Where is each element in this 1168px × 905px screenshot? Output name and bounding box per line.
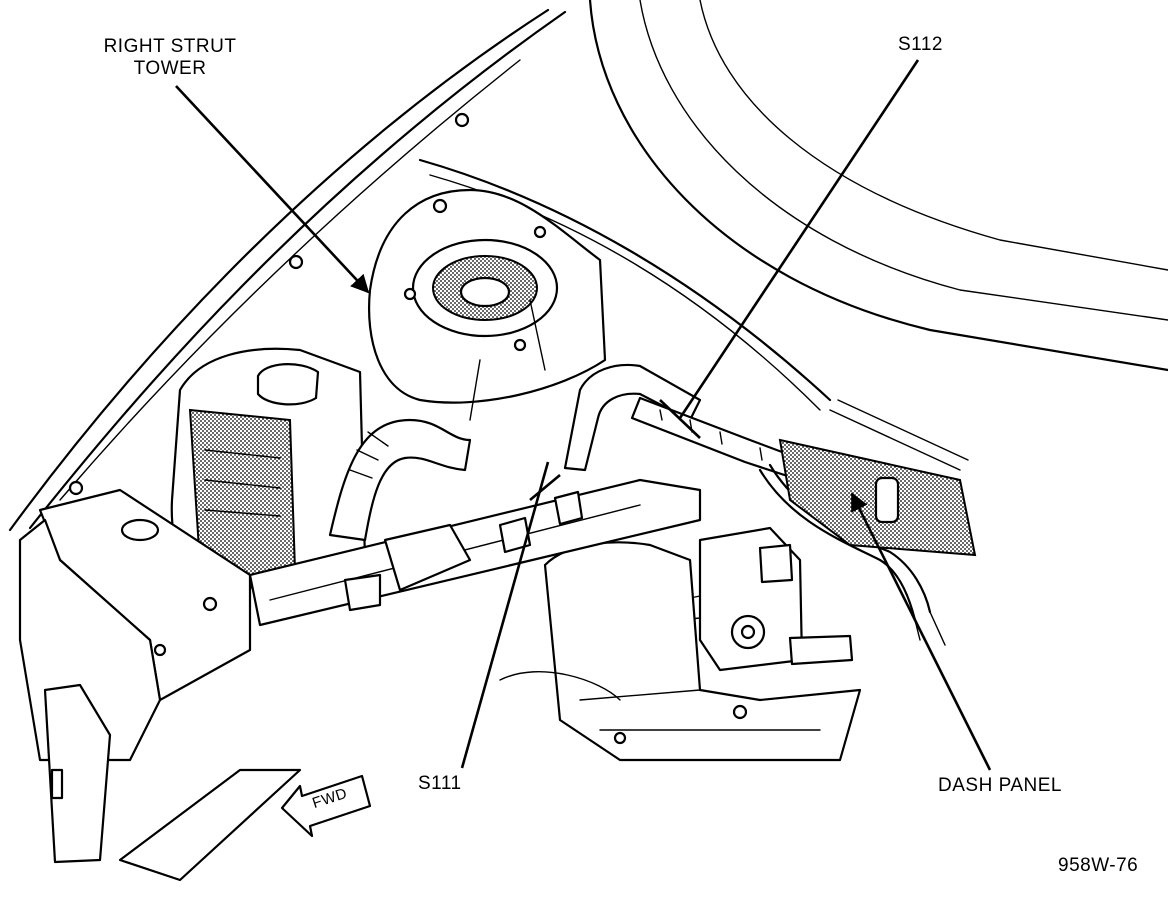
s112-splice-mark bbox=[659, 399, 701, 439]
harness-brackets bbox=[343, 490, 584, 612]
s111-splice-mark bbox=[529, 474, 561, 501]
strut-tower bbox=[368, 188, 607, 421]
leader-dash-panel bbox=[850, 492, 992, 771]
coolant-reservoir bbox=[170, 347, 367, 590]
leader-lines bbox=[175, 59, 992, 771]
dash-panel-area bbox=[778, 399, 977, 557]
abs-module bbox=[679, 526, 854, 672]
right-strut-tower-label-line2: TOWER bbox=[133, 58, 207, 79]
hood-outline bbox=[8, 0, 1168, 532]
fender-bolts bbox=[68, 112, 470, 496]
leader-s112 bbox=[678, 59, 920, 419]
figure-id-label: 958W-76 bbox=[1058, 855, 1139, 876]
right-strut-tower-label-line1: RIGHT STRUT bbox=[103, 36, 237, 57]
radiator-hose bbox=[328, 418, 472, 542]
leader-s111 bbox=[460, 461, 550, 769]
s111-label: S111 bbox=[418, 773, 462, 794]
s112-label: S112 bbox=[898, 34, 943, 55]
dash-panel-label: DASH PANEL bbox=[938, 775, 1062, 796]
leader-right-strut-tower bbox=[175, 85, 370, 294]
right-strut-tower-label: RIGHT STRUT TOWER bbox=[90, 36, 250, 80]
fwd-arrow-icon bbox=[280, 774, 372, 838]
